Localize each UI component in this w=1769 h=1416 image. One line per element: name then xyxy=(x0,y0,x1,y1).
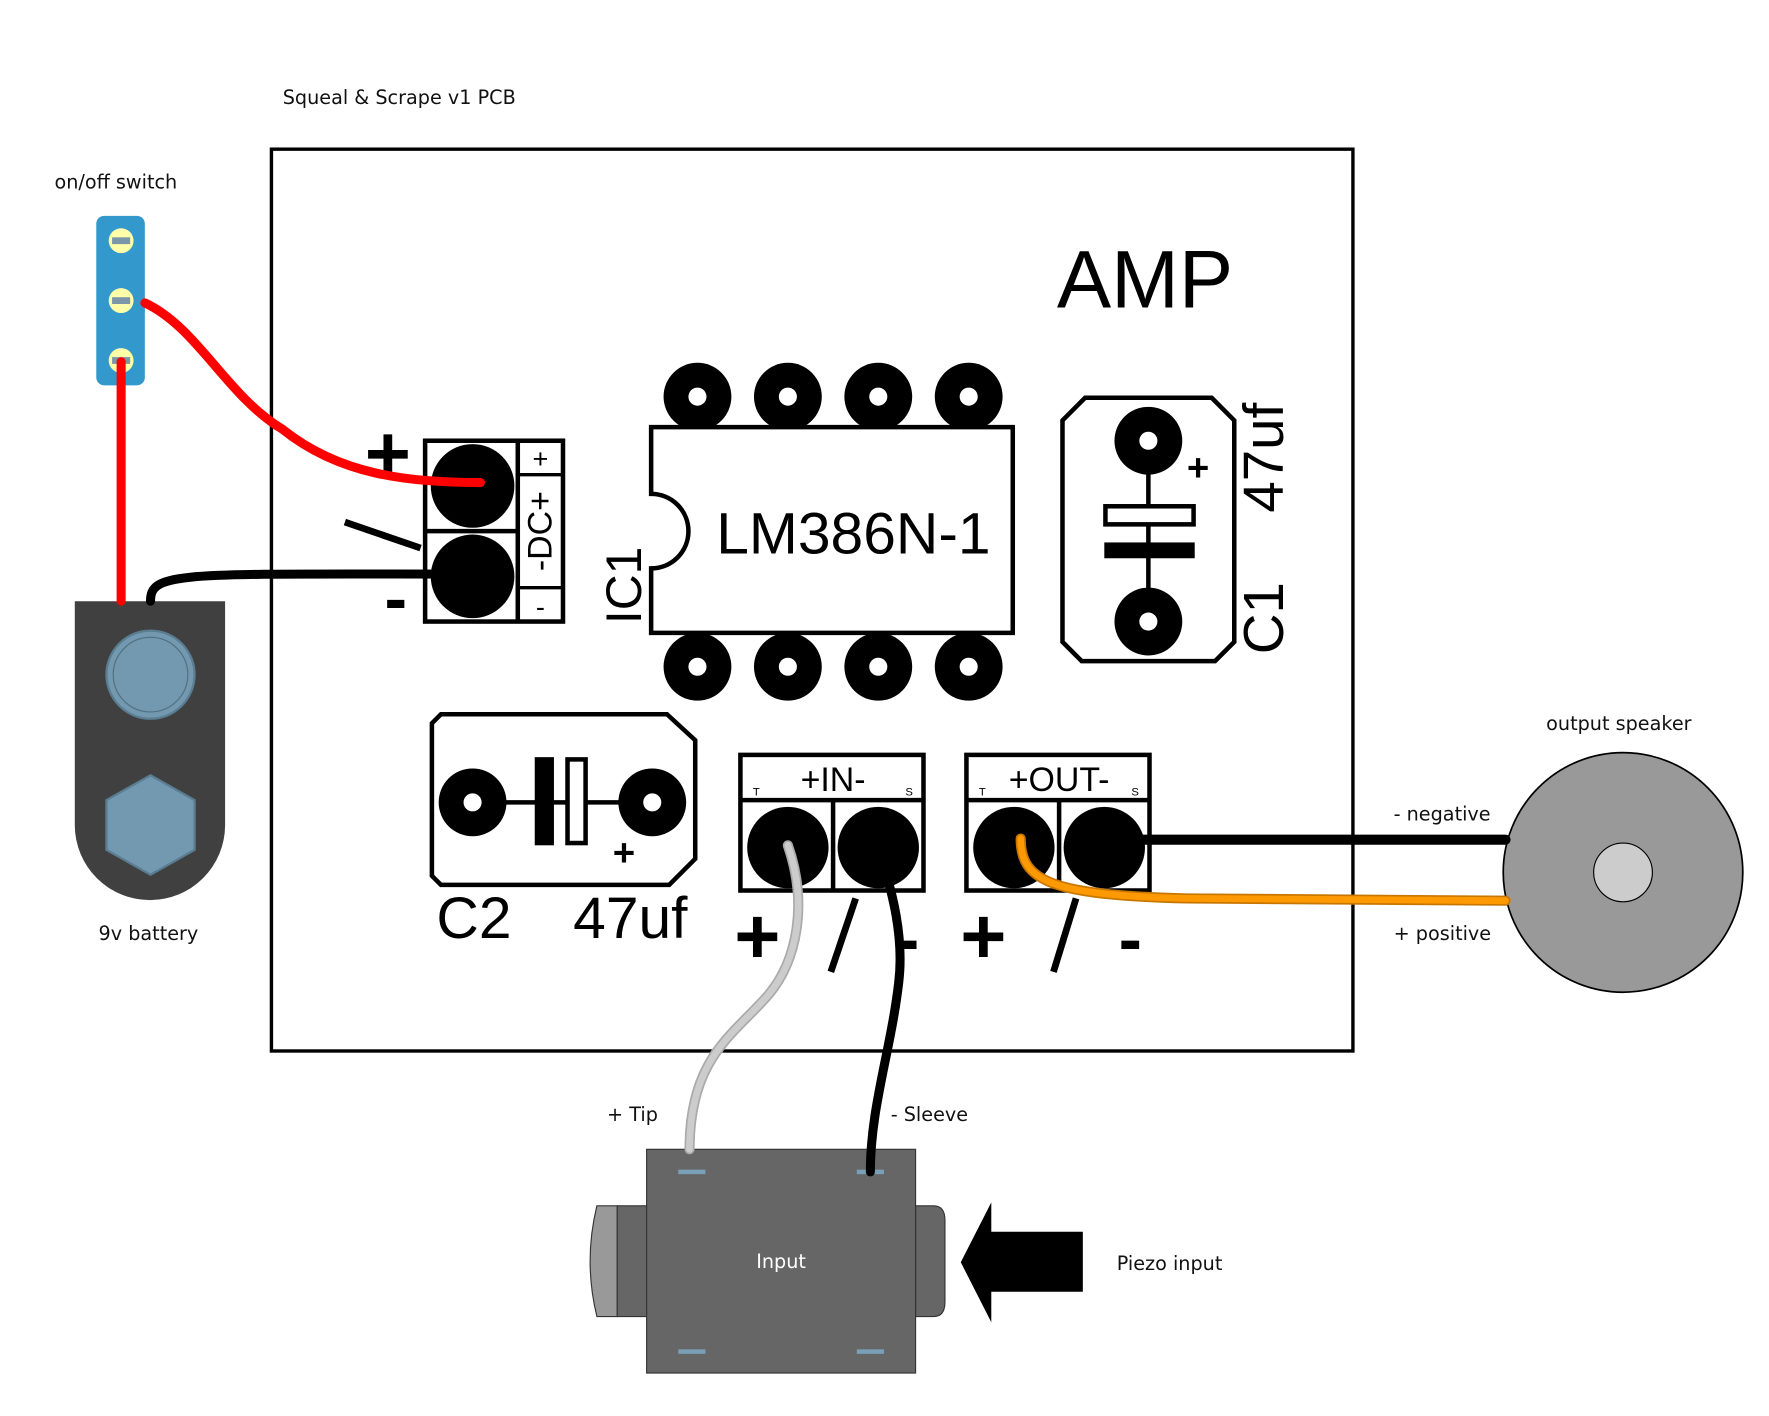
c1-value: 47uf xyxy=(1232,402,1295,512)
orange-wire-speaker-positive xyxy=(1017,835,1509,905)
out-s-mark: S xyxy=(1131,787,1139,799)
speaker-positive-label: + positive xyxy=(1394,922,1492,945)
ic1-lm386: LM386N-1 IC1 xyxy=(596,362,1016,701)
sleeve-label: - Sleeve xyxy=(891,1103,968,1126)
battery-label: 9v battery xyxy=(99,922,199,945)
c2-ref: C2 xyxy=(436,886,511,951)
dc-sign-minus: - xyxy=(384,562,407,637)
out-minus-screw xyxy=(1063,806,1145,889)
dc-terminal: + - -DC+ xyxy=(422,438,566,624)
out-terminal: +OUT- T S xyxy=(964,752,1152,893)
in-sign-plus: + xyxy=(734,891,780,980)
ic-ref: IC1 xyxy=(596,547,652,624)
c1-ref: C1 xyxy=(1232,582,1295,654)
tip-label: + Tip xyxy=(607,1103,658,1126)
in-s-mark: S xyxy=(905,787,913,799)
speaker-negative-label: - negative xyxy=(1394,802,1491,825)
dc-sign-plus: + xyxy=(365,408,411,497)
dc-label: -DC+ xyxy=(522,491,560,571)
black-wire-battery-dc xyxy=(145,569,480,606)
c1-polarity: + xyxy=(1187,446,1209,489)
speaker-label: output speaker xyxy=(1546,712,1691,735)
ic-part: LM386N-1 xyxy=(716,502,990,567)
red-wire-switch-dc xyxy=(140,298,486,488)
in-t-mark: T xyxy=(753,787,760,799)
in-terminal: +IN- T S xyxy=(738,752,926,893)
output-speaker xyxy=(1502,751,1744,994)
switch-label: on/off switch xyxy=(54,171,177,194)
piezo-label: Piezo input xyxy=(1117,1252,1223,1275)
arrow-left-icon xyxy=(960,1202,1083,1323)
c2-value: 47uf xyxy=(573,886,688,951)
dc-plus-mark: + xyxy=(532,443,548,474)
capacitor-c2: + C2 47uf xyxy=(429,711,698,951)
out-sign-minus: - xyxy=(1119,900,1142,978)
out-sign-slash xyxy=(1050,897,1080,973)
diagram-title: Squeal & Scrape v1 PCB xyxy=(283,86,516,109)
black-wire-sleeve xyxy=(865,843,905,1177)
dc-sign-slash xyxy=(343,518,422,552)
on-off-switch[interactable] xyxy=(96,215,145,386)
9v-battery xyxy=(74,601,226,901)
out-label: +OUT- xyxy=(1009,761,1110,799)
capacitor-c1: + 47uf C1 xyxy=(1060,395,1295,664)
out-sign-plus: + xyxy=(960,891,1006,980)
jack-label: Input xyxy=(756,1250,806,1273)
input-jack[interactable]: Input xyxy=(589,1148,946,1374)
in-label: +IN- xyxy=(801,761,866,799)
gray-wire-tip xyxy=(686,841,802,1153)
in-sign-slash xyxy=(827,897,859,973)
c2-polarity: + xyxy=(613,832,635,875)
pcb-name: AMP xyxy=(1057,234,1233,325)
dc-minus-mark: - xyxy=(536,591,545,622)
out-t-mark: T xyxy=(979,787,986,799)
